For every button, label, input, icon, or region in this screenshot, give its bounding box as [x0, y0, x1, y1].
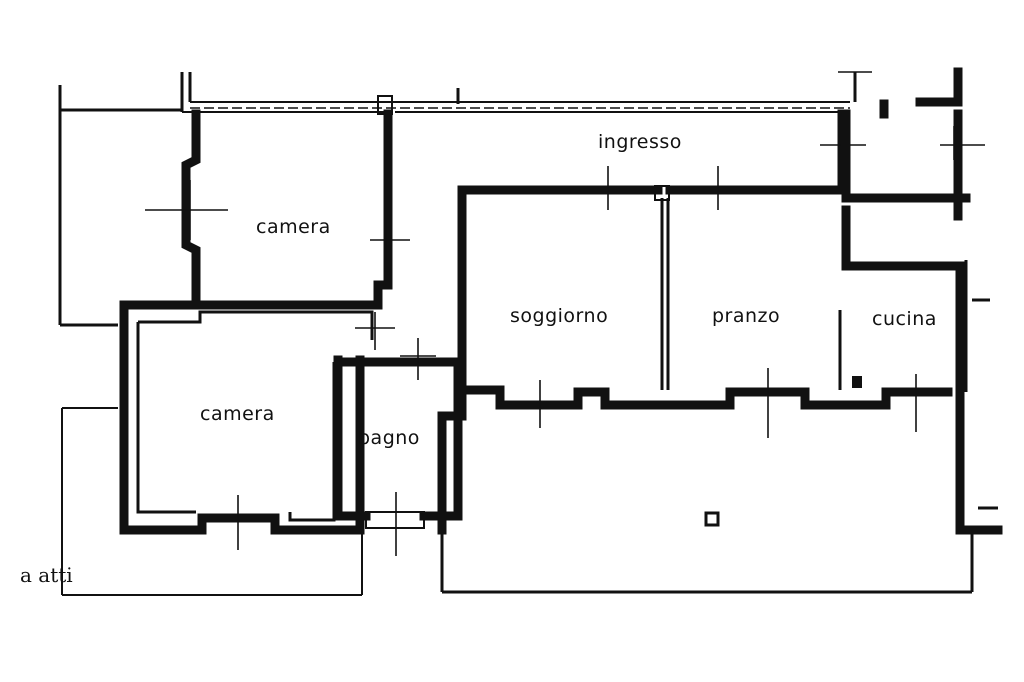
room-label-cucina: cucina	[872, 308, 937, 330]
left-exterior-lines	[58, 85, 363, 596]
camera-top-room	[145, 109, 410, 310]
top-corridor-wall	[180, 71, 872, 115]
terrace-area	[437, 357, 1003, 594]
cucina-room	[838, 67, 990, 397]
room-label-camera-top: camera	[256, 216, 331, 238]
room-label-soggiorno: soggiorno	[510, 305, 608, 327]
soggiorno-pranzo-walls	[457, 198, 953, 438]
note-bottom-left: a atti	[20, 563, 73, 587]
room-label-ingresso: ingresso	[598, 131, 682, 153]
room-label-camera-bottom: camera	[200, 403, 275, 425]
room-label-bagno: bagno	[358, 427, 420, 449]
room-label-pranzo: pranzo	[712, 305, 780, 327]
camera-bottom-room	[119, 300, 395, 550]
